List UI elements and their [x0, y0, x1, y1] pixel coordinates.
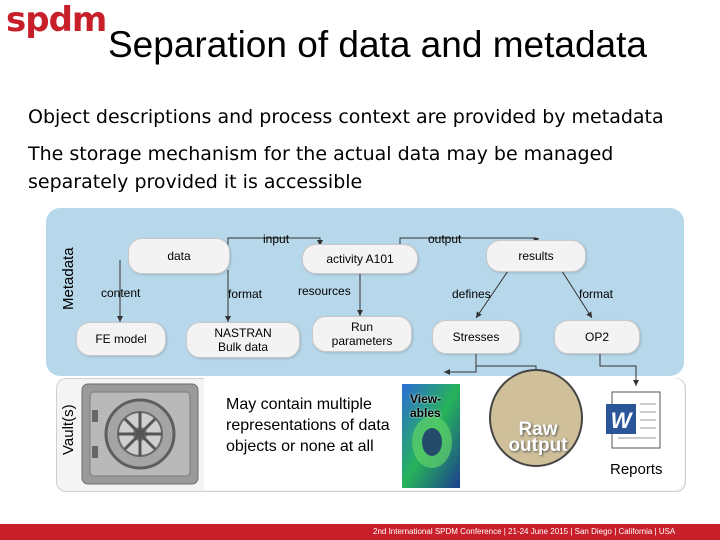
fe-model-label: FE model	[95, 332, 147, 346]
op2-reports-connector	[599, 352, 639, 386]
op2-node: OP2	[554, 320, 640, 354]
bullet-1: Object descriptions and process context …	[28, 106, 664, 128]
word-document-icon	[606, 391, 661, 449]
stresses-label: Stresses	[452, 330, 500, 344]
run-parameters-line1: Run	[350, 320, 373, 334]
bullet-2: The storage mechanism for the actual dat…	[28, 143, 614, 165]
stresses-viewables-connector	[444, 352, 477, 375]
output-label: output	[428, 232, 462, 246]
activity-node: activity A101	[302, 244, 418, 274]
word-icon-letter: W	[610, 408, 632, 433]
spdm-logo: spdm	[6, 0, 107, 40]
raw-output-circle	[489, 369, 583, 467]
content-label: content	[101, 286, 141, 300]
reports-label: Reports	[610, 461, 663, 478]
format-left-label: format	[228, 287, 263, 301]
nastran-label-line1: NASTRAN	[214, 326, 272, 340]
defines-connector	[475, 267, 511, 319]
vault-note: May contain multiple representations of …	[226, 396, 390, 455]
activity-node-label: activity A101	[326, 252, 394, 266]
run-parameters-line2: parameters	[331, 334, 393, 348]
nastran-label-line2: Bulk data	[217, 340, 269, 354]
viewables-label: View-ables	[410, 392, 442, 420]
data-node: data	[128, 238, 230, 274]
format-right-connector	[559, 267, 593, 319]
nastran-node: NASTRAN Bulk data	[186, 322, 300, 358]
results-node-label: results	[518, 249, 554, 263]
slide-title: Separation of data and metadata	[108, 24, 647, 65]
data-node-label: data	[167, 249, 191, 263]
viewables-image	[402, 384, 460, 488]
run-parameters-node: Run parameters	[312, 316, 412, 352]
vault-safe-icon	[81, 383, 199, 485]
bullet-3: separately provided it is accessible	[28, 171, 363, 193]
input-label: input	[263, 232, 290, 246]
footer-text: 2nd International SPDM Conference | 21-2…	[373, 527, 676, 536]
format-right-label: format	[579, 287, 614, 301]
op2-label: OP2	[584, 330, 609, 344]
resources-label: resources	[298, 284, 351, 298]
stresses-node: Stresses	[432, 320, 520, 354]
raw-output-label: Raw output	[508, 419, 568, 456]
results-node: results	[486, 240, 586, 272]
fe-model-node: FE model	[76, 322, 166, 356]
footer-bar	[0, 524, 720, 540]
defines-label: defines	[452, 287, 491, 301]
